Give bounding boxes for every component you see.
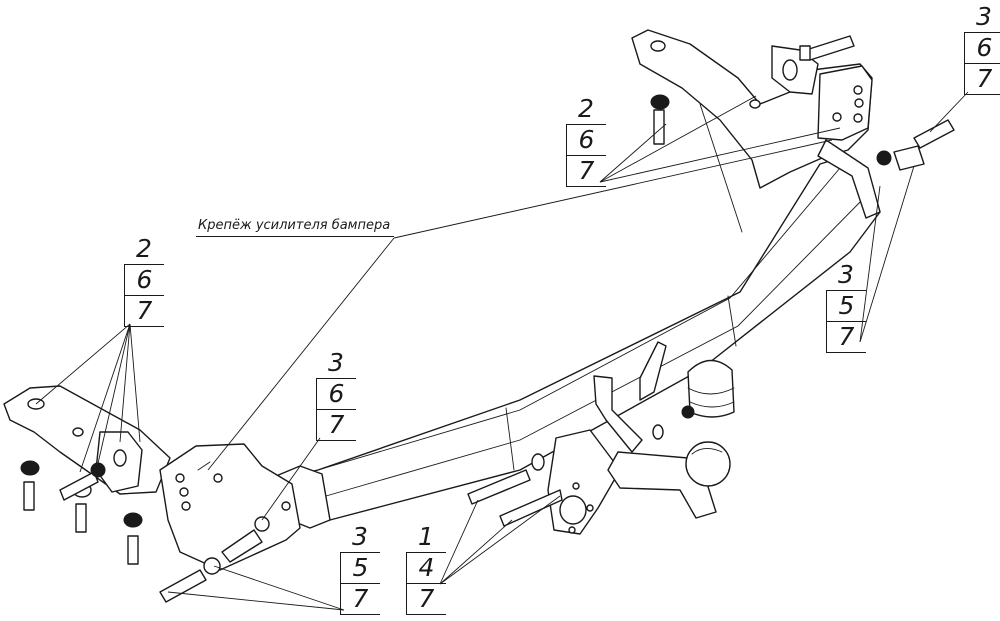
callout-item: 6 (317, 379, 356, 410)
callout-item: 6 (567, 125, 606, 156)
callout-item: 6 (965, 33, 1000, 64)
callout-right-middle: 3 5 7 (826, 260, 866, 353)
callout-item: 7 (407, 584, 446, 615)
callout-item: 4 (407, 553, 446, 584)
callout-item: 5 (827, 291, 866, 322)
callout-item: 1 (406, 522, 446, 553)
callout-item: 2 (566, 94, 606, 125)
callout-center: 3 6 7 (316, 348, 356, 441)
callout-item: 7 (965, 64, 1000, 95)
bumper-reinforcement-note: Крепёж усилителя бампера (198, 218, 391, 233)
tow-ball-assembly (467, 341, 735, 535)
callout-item: 2 (124, 234, 164, 265)
callout-item: 3 (340, 522, 380, 553)
callout-item: 3 (826, 260, 866, 291)
leader-lines (35, 91, 969, 611)
callout-top-right: 3 6 7 (964, 2, 1000, 95)
callout-top-middle: 2 6 7 (566, 94, 606, 187)
callout-item: 3 (964, 2, 1000, 33)
callout-item: 7 (125, 296, 164, 327)
callout-bottom-right: 1 4 7 (406, 522, 446, 615)
callout-item: 7 (567, 156, 606, 187)
note-underline (196, 236, 394, 237)
callout-left: 2 6 7 (124, 234, 164, 327)
callout-item: 3 (316, 348, 356, 379)
right-mounting-bracket (631, 29, 873, 233)
callout-item: 7 (341, 584, 380, 615)
callout-item: 7 (827, 322, 866, 353)
callout-item: 6 (125, 265, 164, 296)
callout-bottom-center: 3 5 7 (340, 522, 380, 615)
fasteners (20, 35, 955, 603)
left-mounting-bracket (3, 385, 301, 571)
callout-item: 7 (317, 410, 356, 441)
callout-item: 5 (341, 553, 380, 584)
